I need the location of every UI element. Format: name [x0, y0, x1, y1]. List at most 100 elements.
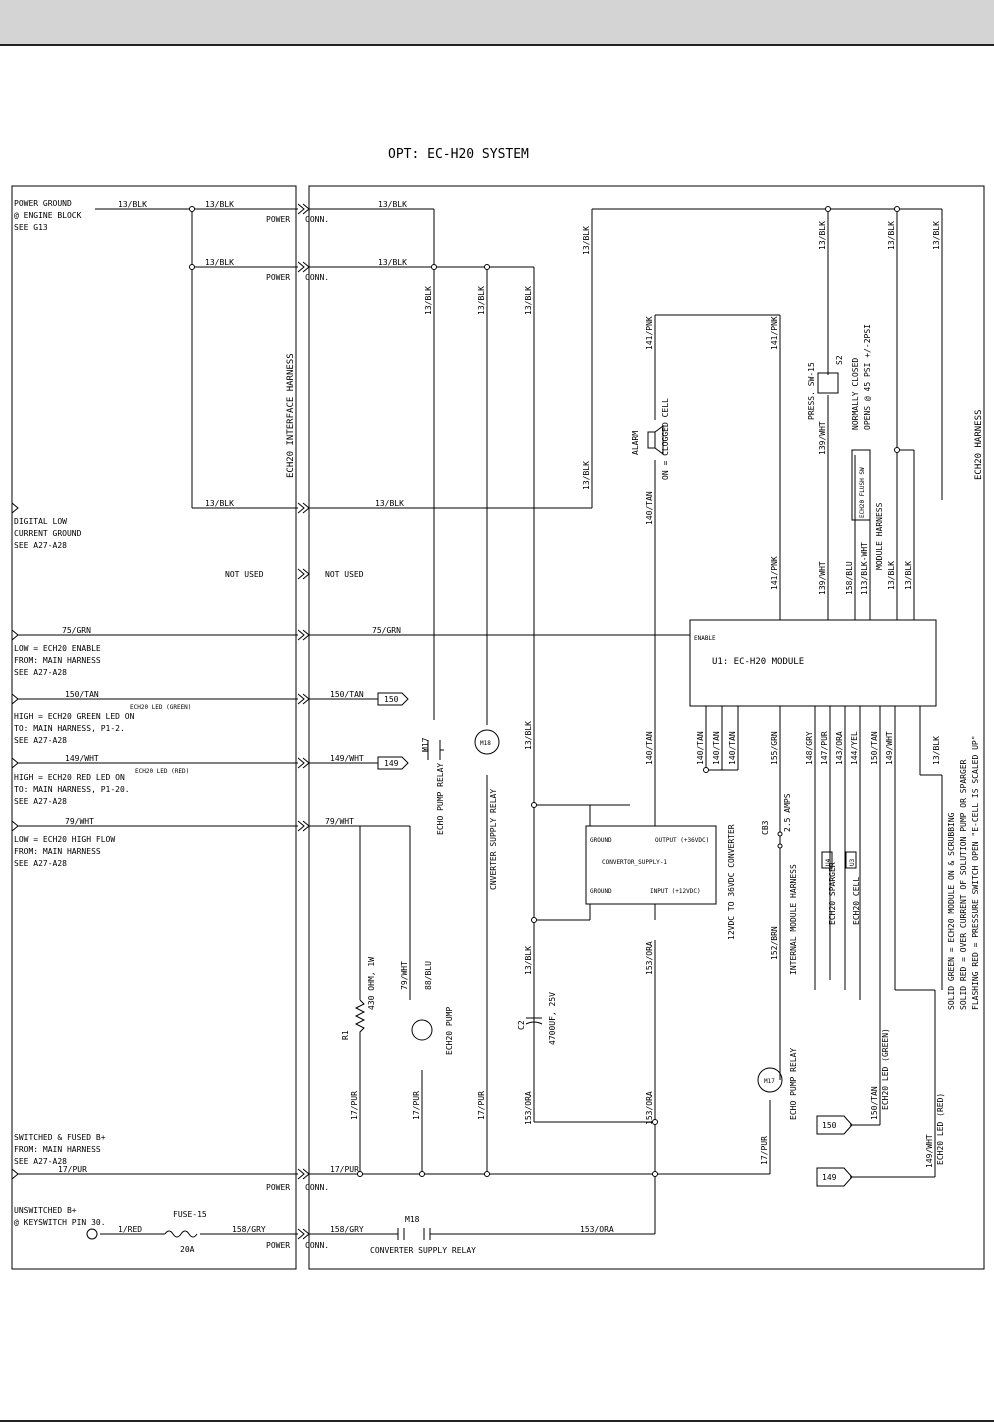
flush-switch: ECH20 FLUSH SW — [851, 449, 871, 521]
m18-contact-label: M18 — [405, 1215, 420, 1224]
power-ground-line2: @ ENGINE BLOCK — [14, 211, 82, 220]
pressure-switch: PRESS. SW-15 S2 NORMALLY CLOSED OPENS @ … — [807, 324, 872, 430]
digital-low-line3: SEE A27-A28 — [14, 541, 67, 550]
sparger-cell: U4 U3 ECH20 SPARGER ECH20 CELL — [821, 851, 861, 925]
right-harness-frame — [308, 185, 985, 1270]
cb3-rating: 2.5 AMPS — [783, 793, 792, 832]
unswitched-line1: UNSWITCHED B+ — [14, 1206, 77, 1215]
power-ground-line1: POWER GROUND — [14, 199, 72, 208]
cell-label: ECH20 CELL — [852, 877, 861, 925]
left-connector-chevrons — [11, 203, 310, 1240]
wire-label: 153/ORA — [580, 1225, 614, 1234]
wire-label: 144/YEL — [850, 731, 859, 765]
m17-relay-left: M17 ECHO PUMP RELAY ECH20 PUMP — [411, 737, 454, 1055]
wire-label: 79/WHT — [400, 961, 409, 990]
conn-label: CONN. — [305, 1241, 329, 1250]
power-label: POWER — [266, 215, 290, 224]
junction-dots — [86, 206, 900, 1240]
module-label: U1: EC-H20 MODULE — [712, 657, 804, 667]
page-footer-rule — [0, 1420, 994, 1422]
wire-label: 13/BLK — [424, 286, 433, 315]
green-led-tag: ECH20 LED (GREEN) — [130, 704, 191, 711]
wire-label: 13/BLK — [582, 461, 591, 490]
interface-harness-label: ECH20 INTERFACE HARNESS — [286, 353, 296, 478]
wire-label: 149/WHT — [65, 754, 99, 763]
harness-labels: ECH20 INTERFACE HARNESS ECH20 HARNESS MO… — [286, 353, 984, 975]
wire-label: 13/BLK — [904, 561, 913, 590]
tag-149-right-text: 149 — [822, 1173, 837, 1182]
opens-label: OPENS @ 45 PSI +/-2PSI — [863, 324, 872, 430]
schematic-title: OPT: EC-H20 SYSTEM — [388, 147, 529, 162]
enable-line2: FROM: MAIN HARNESS — [14, 656, 101, 665]
status-note-2: SOLID RED = OVER CURRENT OF SOLUTION PUM… — [959, 759, 968, 1010]
conv-output: OUTPUT (+36VDC) — [655, 837, 709, 844]
wire-label: 140/TAN — [712, 731, 721, 765]
wire-label: 13/BLK — [932, 736, 941, 765]
wire-label: 17/PUR — [760, 1136, 769, 1165]
wire-label: 148/GRY — [805, 731, 814, 765]
alarm-note: ON = CLOGGED CELL — [661, 398, 670, 480]
wire-label: 13/BLK — [477, 286, 486, 315]
wire-label: 158/GRY — [232, 1225, 266, 1234]
c2-value: 4700UF, 25V — [548, 992, 557, 1045]
wire-label: 13/BLK — [524, 721, 533, 750]
fuse-label: FUSE-15 — [173, 1210, 207, 1219]
wire-label: 13/BLK — [378, 200, 407, 209]
wire-label: 150/TAN — [870, 731, 879, 765]
c2-label: C2 — [517, 1020, 526, 1030]
green-led-line1: HIGH = ECH20 GREEN LED ON — [14, 712, 135, 721]
wire-label: 149/WHT — [330, 754, 364, 763]
wire-label: 79/WHT — [325, 817, 354, 826]
conv-ground-top: GROUND — [590, 837, 612, 844]
wire-label: 149/WHT — [925, 1134, 934, 1168]
wire-label: 150/TAN — [870, 1086, 879, 1120]
normally-closed-label: NORMALLY CLOSED — [851, 358, 860, 430]
green-led-line2: TO: MAIN HARNESS, P1-2. — [14, 724, 125, 733]
page-header-bar — [0, 0, 994, 46]
ech20-module: U1: EC-H20 MODULE ENABLE — [689, 619, 937, 707]
converter: GROUND OUTPUT (+36VDC) CONVERTOR_SUPPLY-… — [585, 804, 736, 940]
conn-label: CONN. — [305, 215, 329, 224]
echo-pump-motor-icon — [411, 1019, 433, 1041]
wire-label: 141/PNK — [645, 316, 654, 350]
power-label: POWER — [266, 1183, 290, 1192]
left-harness-frame — [11, 185, 297, 1270]
green-led-right-label: ECH20 LED (GREEN) — [881, 1028, 890, 1110]
wire-label: 153/ORA — [524, 1091, 533, 1125]
m18-relay-coil: M18 CNVERTER SUPPLY RELAY M18 CONVERTER … — [370, 729, 500, 1255]
wire-label: 13/BLK — [932, 221, 941, 250]
m17-relay-right: M17 ECHO PUMP RELAY ECH20 LED (GREEN) EC… — [757, 1028, 945, 1165]
wire-label: 17/PUR — [412, 1091, 421, 1120]
wire-label: 75/GRN — [372, 626, 401, 635]
red-led-tag: ECH20 LED (RED) — [135, 768, 189, 775]
red-led-line1: HIGH = ECH20 RED LED ON — [14, 773, 125, 782]
wire-label: 13/BLK — [118, 200, 147, 209]
sparger-label: ECH20 SPARGER — [828, 862, 837, 925]
high-flow-line2: FROM: MAIN HARNESS — [14, 847, 101, 856]
power-label: POWER — [266, 1241, 290, 1250]
switched-line2: FROM: MAIN HARNESS — [14, 1145, 101, 1154]
wire-label: 13/BLK — [524, 946, 533, 975]
power-label: POWER — [266, 273, 290, 282]
capacitor-c2: C2 4700UF, 25V — [517, 990, 557, 1064]
wire-label: 139/WHT — [818, 421, 827, 455]
green-led-line3: SEE A27-A28 — [14, 736, 67, 745]
wire-label: 17/PUR — [58, 1165, 87, 1174]
wire-label: 79/WHT — [65, 817, 94, 826]
conv-name: CONVERTOR_SUPPLY-1 — [602, 859, 667, 866]
alarm: ALARM ON = CLOGGED CELL — [631, 398, 670, 480]
u3-label: U3 — [849, 858, 856, 866]
press-sw-label: PRESS. SW-15 — [807, 362, 816, 420]
tag-149-right — [816, 1167, 853, 1187]
pump-relay-right-label: ECHO PUMP RELAY — [789, 1048, 798, 1120]
r1-label: R1 — [341, 1030, 350, 1040]
wire-label: 13/BLK — [818, 221, 827, 250]
m17-label: M17 — [421, 737, 430, 752]
not-used-right: NOT USED — [325, 570, 364, 579]
tag-150-left — [377, 692, 409, 706]
digital-low-line2: CURRENT GROUND — [14, 529, 82, 538]
ech20-harness-label: ECH20 HARNESS — [974, 410, 984, 480]
wire-label: 17/PUR — [477, 1091, 486, 1120]
high-flow-line3: SEE A27-A28 — [14, 859, 67, 868]
